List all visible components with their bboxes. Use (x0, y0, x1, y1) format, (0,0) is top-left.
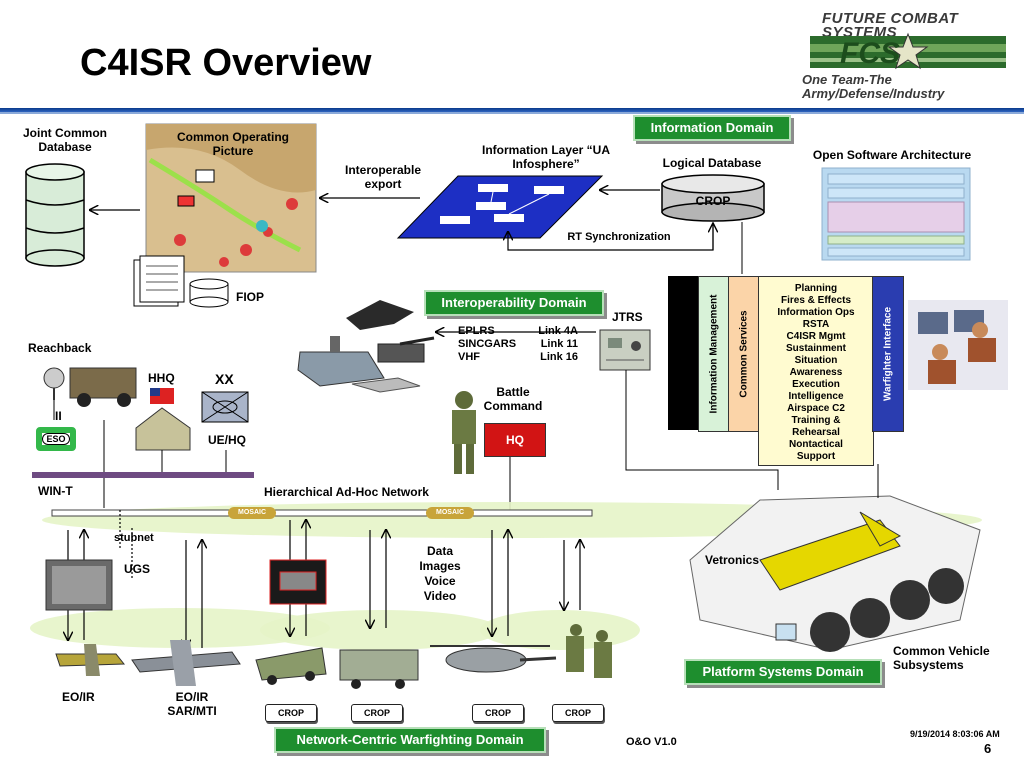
document-stack-icon (133, 255, 185, 307)
page-number: 6 (984, 741, 992, 756)
uav-icon (351, 377, 421, 393)
crop-label: CROP (695, 194, 731, 208)
stubnet-label: stubnet (114, 532, 154, 544)
ue-hq-label: UE/HQ (208, 433, 247, 447)
crop-node-2: CROP (351, 704, 403, 722)
interoperable-export-label: Interoperable export (344, 163, 422, 191)
version-label: O&O V1.0 (626, 736, 677, 748)
fiop-database-icon (189, 278, 229, 308)
fixed-wing-uav-icon (131, 640, 241, 686)
xx-unit-symbol (201, 391, 249, 423)
eso-box: ESO (36, 427, 76, 451)
jet-aircraft-icon (346, 300, 414, 330)
hq-box: HQ (484, 423, 546, 457)
cop-map-icon (145, 123, 317, 273)
open-software-architecture-label: Open Software Architecture (812, 148, 972, 162)
crop-database-icon (661, 174, 765, 222)
soldier-icon (452, 391, 476, 474)
fcs-tagline: One Team-The Army/Defense/Industry (802, 72, 945, 101)
eo-ir-label: EO/IR (62, 690, 95, 704)
eso-label: ESO (42, 433, 70, 445)
warfighter-interface-column: Warfighter Interface (872, 276, 904, 432)
win-t-bar (32, 472, 254, 478)
rt-sync-label: RT Synchronization (567, 231, 671, 243)
jtrs-label: JTRS (612, 310, 643, 324)
services-list: Planning Fires & Effects Information Ops… (758, 276, 874, 466)
joint-database-icon (25, 163, 85, 267)
information-layer-label: Information Layer “UA Infosphere” (481, 143, 610, 171)
missile-uav-icon (55, 644, 126, 676)
info-layer-plane (396, 175, 604, 239)
logical-database-label: Logical Database (662, 156, 762, 170)
fcs-logo: FCS (810, 32, 1006, 70)
common-services-column: Common Services (728, 276, 760, 432)
hq-label: HQ (506, 433, 524, 447)
mosaic-node-1: MOSAIC (228, 507, 276, 519)
software-architecture-icon (821, 167, 971, 261)
network-bar (51, 509, 593, 517)
infantry-squad-icon (566, 624, 612, 678)
humvee-icon (69, 367, 137, 407)
reachback-label: Reachback (28, 341, 92, 355)
armored-vehicle-icon (339, 649, 419, 689)
crop-node-1: CROP (265, 704, 317, 722)
robotic-vehicle-icon (255, 647, 327, 685)
tank-icon (377, 336, 435, 363)
fcs-logo-f: FCS (840, 37, 900, 70)
header-rule-light (0, 112, 1024, 114)
platform-systems-domain-label: Platform Systems Domain (684, 659, 882, 685)
page-title: C4ISR Overview (80, 42, 372, 84)
black-column (668, 276, 698, 430)
crop-node-4: CROP (552, 704, 604, 722)
satellite-dish-icon (43, 367, 65, 400)
hhq-tent-icon (135, 388, 191, 451)
hierarchical-network-label: Hierarchical Ad-Hoc Network (264, 485, 429, 499)
information-management-column: Information Management (698, 276, 730, 432)
header-rule (0, 108, 1024, 112)
network-centric-domain-label: Network-Centric Warfighting Domain (274, 727, 546, 753)
operators-icon (908, 300, 1008, 390)
xx-label: XX (215, 371, 234, 387)
data-types-list: Data Images Voice Video (419, 544, 461, 603)
eo-ir-sar-label: EO/IR SAR/MTI (167, 690, 217, 718)
hhq-label: HHQ (148, 371, 175, 385)
mosaic-node-2: MOSAIC (426, 507, 474, 519)
jtrs-radio-icon (599, 329, 651, 371)
carrier-ship-icon (297, 336, 385, 387)
joint-common-database-label: Joint Common Database (23, 126, 107, 154)
cop-label: Common Operating Picture (176, 130, 289, 158)
helicopter-icon (430, 645, 557, 673)
win-t-label: WIN-T (38, 484, 73, 498)
information-domain-label: Information Domain (633, 115, 791, 141)
vetronics-label: Vetronics (705, 553, 760, 567)
vetronics-vehicle-icon (689, 495, 981, 652)
fiop-label: FIOP (236, 290, 265, 304)
ii-label: II (55, 409, 62, 423)
interoperability-domain-label: Interoperability Domain (424, 290, 604, 316)
ugs-label: UGS (124, 562, 151, 576)
timestamp-label: 9/19/2014 8:03:06 AM (910, 729, 1000, 739)
common-vehicle-subsystems-label: Common Vehicle Subsystems (893, 644, 990, 672)
battle-command-label: Battle Command (483, 385, 543, 413)
crop-node-3: CROP (472, 704, 524, 722)
